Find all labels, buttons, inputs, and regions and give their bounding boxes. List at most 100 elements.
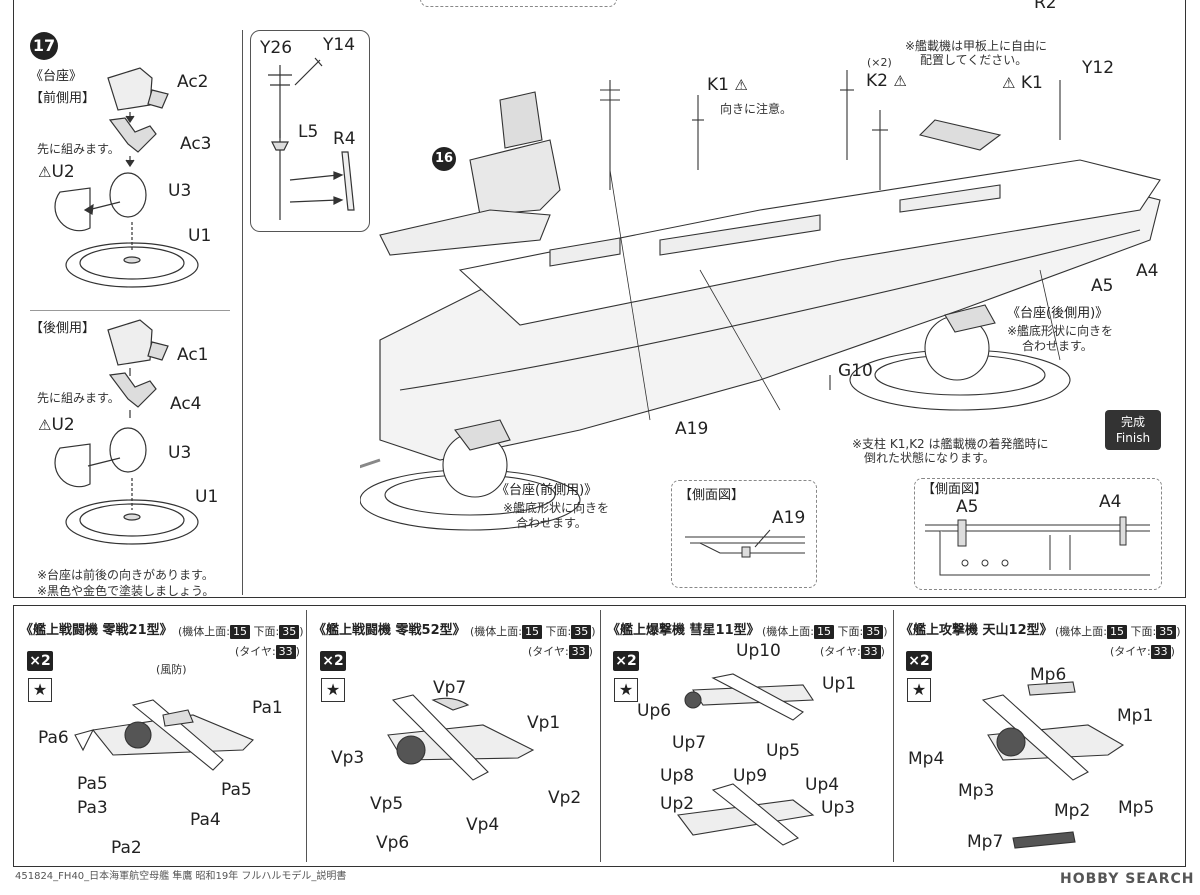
top-note-2: 配置してください。 bbox=[920, 53, 1028, 67]
aircraft-title: 《艦上戦闘機 零戦52型》 bbox=[313, 623, 466, 638]
side-view-2-a4: A4 bbox=[1099, 492, 1122, 512]
aircraft-divider-2 bbox=[600, 610, 601, 862]
qty-badge: ×2 bbox=[320, 651, 346, 671]
rear-part-u2: ⚠U2 bbox=[38, 415, 75, 435]
part-up4: Up4 bbox=[805, 775, 840, 795]
ship-part-k2: K2 ⚠ bbox=[866, 71, 907, 91]
k2-qty: (×2) bbox=[867, 56, 892, 69]
part-vp5: Vp5 bbox=[370, 794, 404, 814]
part-up2: Up2 bbox=[660, 794, 695, 814]
part-up8: Up8 bbox=[660, 766, 695, 786]
part-vp3: Vp3 bbox=[331, 748, 365, 768]
part-up1: Up1 bbox=[822, 674, 857, 694]
rear-base-note-2: 合わせます。 bbox=[1022, 339, 1093, 353]
part-up5: Up5 bbox=[766, 741, 801, 761]
part-pa4: Pa4 bbox=[190, 810, 221, 830]
watermark: HOBBY SEARCH bbox=[1060, 871, 1195, 887]
part-pa2: Pa2 bbox=[111, 838, 142, 858]
base-title: 《台座》 bbox=[30, 69, 83, 84]
step17-separator bbox=[30, 310, 230, 311]
aircraft-title: 《艦上攻撃機 天山12型》 bbox=[900, 623, 1053, 638]
partial-part-r2: R2 bbox=[1034, 0, 1057, 13]
aircraft-frame bbox=[13, 605, 1186, 867]
aircraft-divider-3 bbox=[893, 610, 894, 862]
ship-illustration bbox=[360, 70, 1161, 531]
pillar-note-1: ※支柱 K1,K2 は艦載機の着発艦時に bbox=[852, 437, 1049, 451]
front-part-u3: U3 bbox=[168, 181, 192, 201]
front-base-title: 《台座(前側用)》 bbox=[496, 483, 598, 498]
side-view-1-part: A19 bbox=[772, 508, 806, 528]
part-pa6: Pa6 bbox=[38, 728, 69, 748]
part-vp7: Vp7 bbox=[433, 678, 467, 698]
part-pa5-right: Pa5 bbox=[221, 780, 252, 800]
star-icon: ★ bbox=[321, 678, 345, 702]
mast-part-l5: L5 bbox=[298, 122, 319, 142]
pillar-note-2: 倒れた状態になります。 bbox=[864, 451, 995, 465]
k1-note: 向きに注意。 bbox=[720, 102, 793, 116]
left-divider bbox=[242, 30, 243, 595]
warning-icon: ⚠ bbox=[1002, 74, 1016, 92]
rear-part-ac1: Ac1 bbox=[177, 345, 209, 365]
aircraft-tire: (タイヤ:33) bbox=[820, 645, 885, 660]
front-base-note-1: ※艦底形状に向きを bbox=[503, 501, 610, 515]
front-assemble-first: 先に組みます。 bbox=[37, 142, 120, 156]
aircraft-paint: (機体上面:15 下面:35) bbox=[470, 625, 596, 640]
step17-illustration bbox=[54, 67, 199, 545]
part-vp6: Vp6 bbox=[376, 833, 410, 853]
mast-part-r4: R4 bbox=[333, 129, 356, 149]
part-mp3: Mp3 bbox=[958, 781, 995, 801]
rear-part-u1: U1 bbox=[195, 487, 219, 507]
part-mp6: Mp6 bbox=[1030, 665, 1067, 685]
side-view-1 bbox=[671, 480, 817, 588]
side-view-2-a5: A5 bbox=[956, 497, 979, 517]
part-up9: Up9 bbox=[733, 766, 768, 786]
mast-part-y26: Y26 bbox=[260, 38, 293, 58]
star-icon: ★ bbox=[614, 678, 638, 702]
warning-icon: ⚠ bbox=[734, 76, 748, 94]
aircraft-divider-1 bbox=[306, 610, 307, 862]
qty-badge: ×2 bbox=[27, 651, 53, 671]
part-up7: Up7 bbox=[672, 733, 707, 753]
part-vp2: Vp2 bbox=[548, 788, 582, 808]
aircraft-illustrations bbox=[74, 673, 1125, 849]
part-up3: Up3 bbox=[821, 798, 856, 818]
mast-inset bbox=[250, 30, 370, 232]
mast-illustration bbox=[268, 57, 355, 220]
front-base-note-2: 合わせます。 bbox=[516, 516, 587, 530]
rear-base-note-1: ※艦底形状に向きを bbox=[1007, 324, 1114, 338]
front-part-u1: U1 bbox=[188, 226, 212, 246]
rear-part-u3: U3 bbox=[168, 443, 192, 463]
part-mp1: Mp1 bbox=[1117, 706, 1154, 726]
part-up6: Up6 bbox=[637, 701, 672, 721]
aircraft-title: 《艦上戦闘機 零戦21型》 bbox=[20, 623, 173, 638]
partial-top-box bbox=[420, 0, 617, 7]
ship-part-a19: A19 bbox=[675, 419, 709, 439]
top-frame bbox=[13, 0, 1186, 598]
part-mp7: Mp7 bbox=[967, 832, 1004, 852]
rear-base-title: 《台座(後側用)》 bbox=[1007, 306, 1109, 321]
part-mp2: Mp2 bbox=[1054, 801, 1091, 821]
part-vp1: Vp1 bbox=[527, 713, 561, 733]
mast-part-y14: Y14 bbox=[323, 35, 356, 55]
step-17-badge: 17 bbox=[30, 32, 58, 60]
base-note-2: ※黒色や金色で塗装しましょう。 bbox=[37, 584, 215, 598]
part-pa3: Pa3 bbox=[77, 798, 108, 818]
side-view-2-title: 【側面図】 bbox=[922, 482, 988, 497]
top-note-1: ※艦載機は甲板上に自由に bbox=[905, 39, 1048, 53]
part-mp5: Mp5 bbox=[1118, 798, 1155, 818]
rear-assemble-first: 先に組みます。 bbox=[37, 391, 120, 405]
side-view-1-title: 【側面図】 bbox=[679, 488, 745, 503]
side-view-2 bbox=[914, 478, 1162, 590]
base-note-1: ※台座は前後の向きがあります。 bbox=[37, 568, 214, 582]
ship-part-y12: Y12 bbox=[1082, 58, 1115, 78]
qty-badge: ×2 bbox=[613, 651, 639, 671]
part-vp4: Vp4 bbox=[466, 815, 500, 835]
front-part-ac2: Ac2 bbox=[177, 72, 209, 92]
ship-part-k1-right: ⚠ K1 bbox=[1002, 73, 1043, 93]
ship-part-g10: G10 bbox=[838, 361, 873, 381]
front-part-u2: ⚠U2 bbox=[38, 162, 75, 182]
rear-label: 【後側用】 bbox=[30, 321, 96, 336]
part-up10: Up10 bbox=[736, 641, 781, 661]
